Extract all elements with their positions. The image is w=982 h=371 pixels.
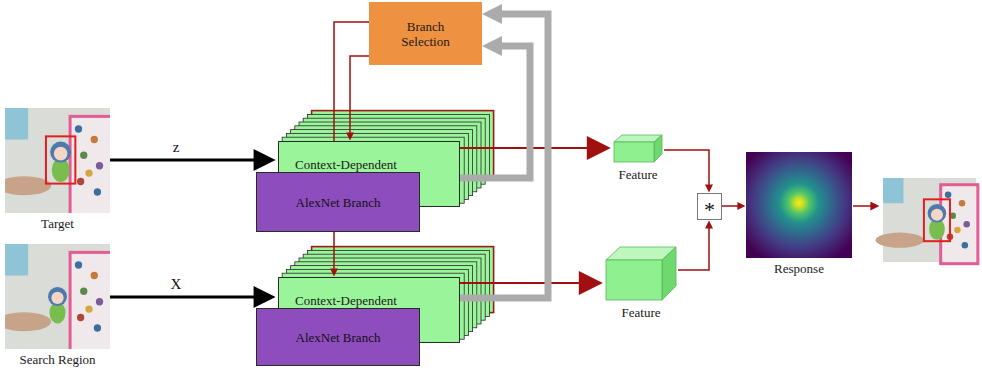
connector-arrow	[678, 225, 709, 270]
output-image	[876, 178, 978, 264]
doll-face	[54, 147, 68, 161]
connector-arrow	[110, 159, 262, 162]
connector-arrow	[460, 282, 588, 284]
bounding-box	[46, 136, 75, 183]
caption-label: Target	[5, 216, 110, 231]
photo-wall-poster	[5, 108, 28, 140]
alexnet-branch-box: AlexNet Branch	[256, 172, 420, 232]
poster-figure	[959, 200, 966, 207]
tensor-front-face	[614, 142, 654, 162]
cube-picture	[604, 246, 678, 302]
box-label: AlexNet Branch	[296, 195, 381, 210]
caption-label: Response	[746, 261, 852, 276]
box-label: *	[704, 193, 715, 221]
poster-figure	[954, 227, 961, 234]
response-map: Response	[746, 152, 852, 276]
target-image: Target	[5, 108, 110, 231]
bounding-box	[924, 199, 950, 241]
tensor-side-face	[662, 247, 676, 300]
tensor-side-face	[654, 135, 662, 162]
doll-hair	[50, 142, 71, 163]
connector-arrow	[664, 150, 709, 188]
box-label: Context-Dependent	[295, 157, 397, 172]
output-arrow	[853, 205, 874, 207]
photo-wall-poster	[883, 178, 903, 203]
poster-figure	[77, 178, 84, 185]
box-label: AlexNet Branch	[296, 330, 381, 345]
poster-figure	[962, 242, 969, 249]
doll-hair	[48, 287, 67, 306]
doll-hair	[928, 204, 947, 223]
poster-figure	[94, 324, 101, 331]
feature-tensor: Feature	[612, 134, 664, 182]
photo-arm	[876, 233, 924, 248]
poster-figure	[85, 305, 92, 312]
tensor-front-face	[606, 260, 662, 300]
photo-poster	[941, 185, 978, 264]
poster-figure	[96, 162, 103, 169]
alexnet-branch-box: AlexNet Branch	[256, 308, 420, 366]
doll-face	[51, 292, 63, 304]
connector-arrow	[460, 46, 530, 178]
photo-wall-poster	[5, 244, 28, 276]
poster-figure	[80, 288, 87, 295]
edge-label: z	[171, 139, 182, 155]
connector-arrow	[110, 296, 262, 299]
poster-figure	[96, 298, 103, 305]
edge-label: X	[169, 276, 184, 292]
poster-figure	[91, 272, 98, 279]
poster-figure	[77, 314, 84, 321]
caption-label: Feature	[604, 305, 678, 320]
poster-figure	[85, 169, 92, 176]
photo-picture	[5, 108, 110, 213]
connector-arrow	[350, 56, 369, 136]
caption-label: Search Region	[5, 352, 110, 367]
box-label: Branch Selection	[390, 19, 462, 49]
box-label: Context-Dependent	[295, 293, 397, 308]
poster-figure	[91, 136, 98, 143]
photo-poster	[70, 252, 110, 349]
photo-arm	[5, 176, 51, 195]
connector-arrow	[722, 205, 741, 207]
feature-tensor: Feature	[604, 246, 678, 320]
doll-face	[931, 209, 943, 221]
poster-figure	[945, 192, 952, 199]
poster-figure	[963, 221, 970, 228]
poster-figure	[80, 152, 87, 159]
branch-selection-box: Branch Selection	[369, 2, 482, 65]
poster-figure	[75, 261, 82, 268]
heat-picture	[746, 152, 852, 258]
poster-figure	[75, 125, 82, 132]
search-region-image: Search Region	[5, 244, 110, 367]
photo-arm	[5, 312, 51, 331]
photo-picture	[5, 244, 110, 349]
correlation-operator: *	[697, 193, 722, 220]
heatmap	[746, 152, 852, 258]
caption-label: Feature	[612, 167, 664, 182]
poster-figure	[94, 188, 101, 195]
cube-picture	[612, 134, 664, 164]
